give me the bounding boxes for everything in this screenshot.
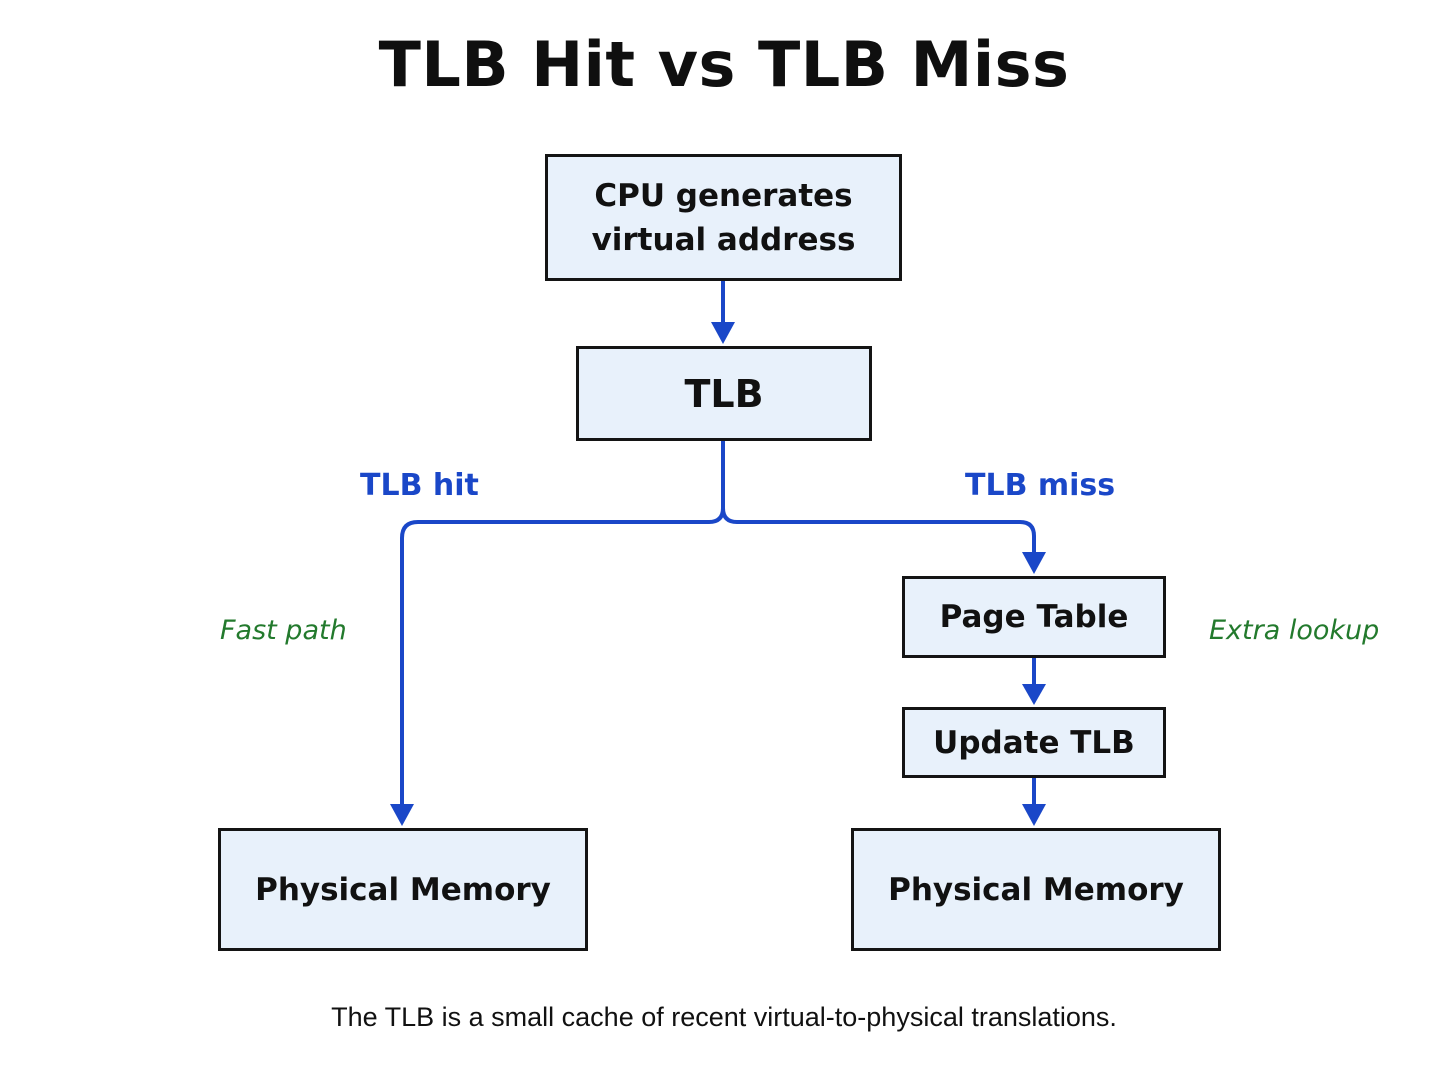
- arrowhead-cpu-to-tlb: [711, 322, 735, 344]
- page-table-node: Page Table: [902, 576, 1166, 658]
- arrowhead-pagetable-to-update: [1022, 684, 1046, 705]
- arrowhead-hit: [390, 804, 414, 826]
- arrow-tlb-miss-branch: [721, 506, 1036, 564]
- arrowhead-update-to-memory: [1022, 804, 1046, 826]
- update-tlb-node: Update TLB: [902, 707, 1166, 778]
- cpu-virtual-address-node: CPU generates virtual address: [545, 154, 902, 281]
- tlb-hit-label: TLB hit: [360, 468, 479, 503]
- tlb-node: TLB: [576, 346, 872, 441]
- arrowhead-miss: [1022, 552, 1046, 574]
- tlb-miss-label: TLB miss: [965, 468, 1116, 503]
- extra-lookup-note: Extra lookup: [1209, 615, 1380, 646]
- physical-memory-miss-node: Physical Memory: [851, 828, 1221, 951]
- cpu-node-line-1: CPU generates: [594, 177, 853, 214]
- cpu-node-line-2: virtual address: [591, 221, 856, 258]
- diagram-caption: The TLB is a small cache of recent virtu…: [331, 1002, 1117, 1032]
- diagram-title: TLB Hit vs TLB Miss: [378, 28, 1070, 101]
- fast-path-note: Fast path: [220, 615, 347, 646]
- physical-memory-hit-node: Physical Memory: [218, 828, 588, 951]
